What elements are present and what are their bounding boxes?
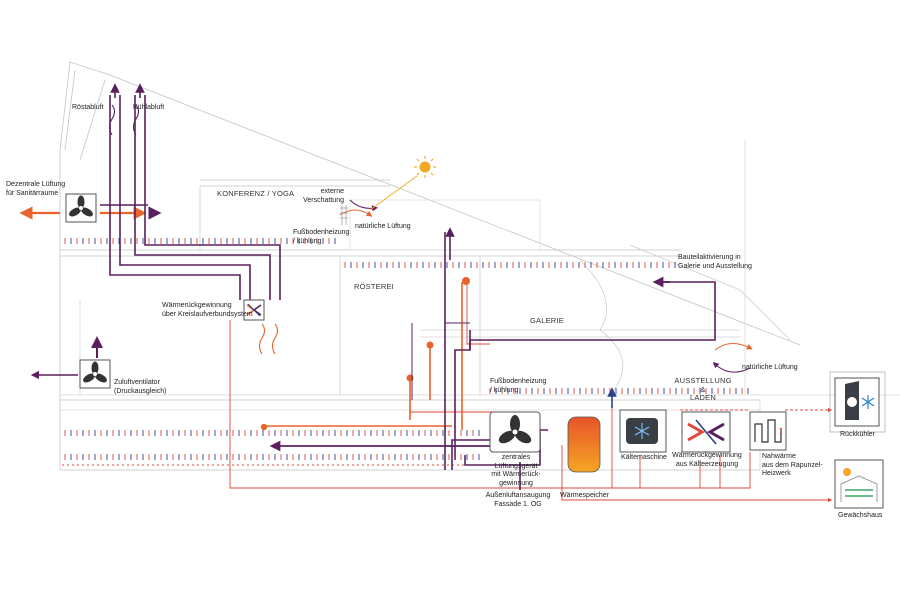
label-kaeltemaschine: Kältemaschine	[621, 454, 667, 461]
label-natuerliche-lueftung-oben: natürliche Lüftung	[355, 223, 411, 230]
label-konferenz: KONFERENZ / YOGA	[217, 189, 295, 198]
district-heating-icon	[749, 411, 787, 451]
label-waermerueckgewinnung-kreislauf: Wärmerückgewinnung über Kreislaufverbund…	[162, 302, 253, 318]
fan-icon	[65, 193, 97, 223]
label-fussbodenheizung-eg: Fußbodenheizung / kühlung	[490, 378, 547, 394]
heat-exchanger-icon	[681, 411, 731, 453]
heat-storage-icon	[567, 416, 601, 473]
label-roestabluft: Röstabluft	[72, 104, 104, 111]
floor-heating-ticks	[64, 238, 749, 460]
cooling-tower-icon	[834, 377, 880, 427]
sun-icon	[369, 156, 436, 211]
fan-icon	[489, 411, 541, 453]
label-waermerueckgewinnung-kaelte: Wärmerückgewinnung aus Kälteerzeugung	[672, 452, 742, 468]
label-waermespeicher: Wärmespeicher	[560, 492, 610, 499]
label-rueckkuehler: Rückkühler	[840, 431, 876, 438]
label-externe-verschattung: externe Verschattung	[303, 188, 344, 204]
chiller-icon	[619, 409, 667, 453]
label-gewaechshaus: Gewächshaus	[838, 512, 883, 519]
label-bauteilaktivierung: Bauteilaktivierung in Galerie und Ausste…	[678, 254, 752, 270]
air-ducts	[30, 83, 751, 490]
label-dezentrale: Dezentrale Lüftung für Sanitärraume	[6, 181, 66, 197]
label-aussenluftansaugung: Außenluftansaugung Fassade 1. OG	[485, 492, 551, 508]
greenhouse-icon	[834, 459, 884, 509]
fan-icon	[79, 359, 111, 389]
label-zentrales-lueftungsgeraet: zentrales Lüftungsgerät mit Wärmerück- g…	[491, 454, 541, 487]
label-galerie: GALERIE	[530, 316, 564, 325]
label-roesterei: RÖSTEREI	[354, 282, 394, 291]
heat-exchanger-icon	[243, 299, 265, 321]
external-shading	[340, 205, 348, 225]
label-zuluftventilator: Zuluftventilator (Druckausgleich)	[114, 379, 167, 395]
label-ausstellung: AUSSTELLUNG & LADEN	[674, 376, 732, 402]
label-natuerliche-lueftung-unten: natürliche Lüftung	[742, 364, 798, 371]
building-outline	[59, 61, 900, 471]
label-kuehlabluft: Kühlabluft	[133, 104, 165, 111]
label-nahwaerme: Nahwärme aus dem Rapunzel- Heizwerk	[762, 453, 823, 477]
label-fussbodenheizung-og: Fußbodenheizung / kühlung	[293, 229, 350, 245]
